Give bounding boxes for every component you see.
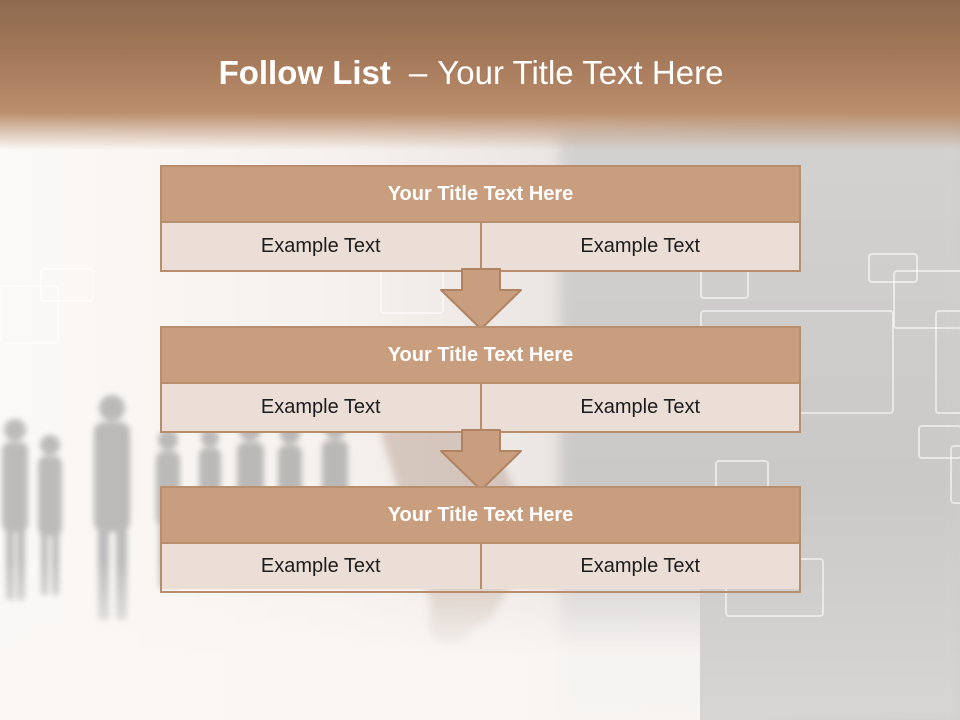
slide-title-bold: Follow List xyxy=(218,54,391,91)
decor-square xyxy=(380,270,444,314)
step-row: Example Text Example Text xyxy=(162,223,799,270)
down-arrow-icon xyxy=(440,429,522,491)
decor-square xyxy=(0,285,59,344)
step-block-3: Your Title Text Here Example Text Exampl… xyxy=(160,486,801,593)
slide-title-separator: – xyxy=(408,54,428,91)
header-band xyxy=(0,0,960,150)
slide-title: Follow List–Your Title Text Here xyxy=(0,54,942,92)
decor-square xyxy=(893,270,960,329)
step-cell-left: Example Text xyxy=(162,223,480,270)
slide-title-text: Your Title Text Here xyxy=(437,54,724,91)
step-block-1: Your Title Text Here Example Text Exampl… xyxy=(160,165,801,272)
step-heading: Your Title Text Here xyxy=(162,328,799,384)
step-row: Example Text Example Text xyxy=(162,544,799,589)
step-cell-right: Example Text xyxy=(479,544,799,589)
decor-square xyxy=(715,460,769,489)
decor-square xyxy=(950,445,960,504)
step-heading: Your Title Text Here xyxy=(162,488,799,544)
step-heading: Your Title Text Here xyxy=(162,167,799,223)
down-arrow-icon xyxy=(440,268,522,330)
step-cell-left: Example Text xyxy=(162,544,480,589)
decor-square xyxy=(935,310,960,414)
step-block-2: Your Title Text Here Example Text Exampl… xyxy=(160,326,801,433)
step-cell-right: Example Text xyxy=(479,384,799,431)
step-cell-left: Example Text xyxy=(162,384,480,431)
decor-square xyxy=(918,425,960,459)
step-row: Example Text Example Text xyxy=(162,384,799,431)
decor-square xyxy=(40,268,94,302)
step-cell-right: Example Text xyxy=(479,223,799,270)
